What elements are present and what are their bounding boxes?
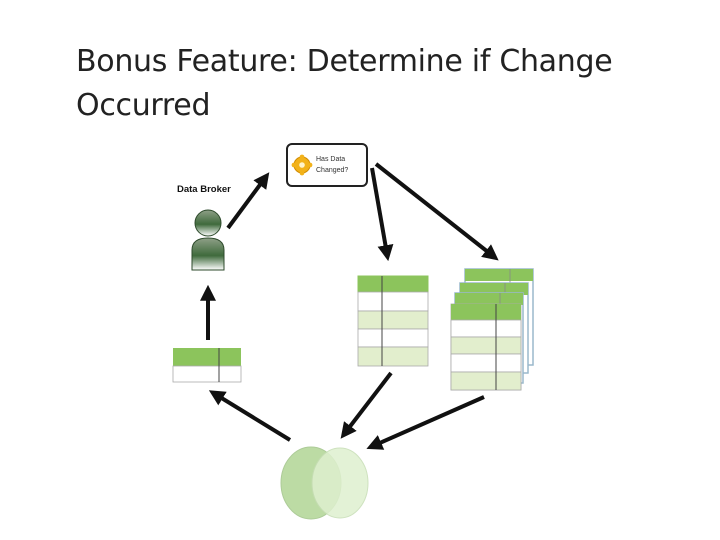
flow-arrows: [200, 162, 499, 450]
stack-table-front: [450, 303, 522, 391]
data-broker-label: Data Broker: [177, 184, 231, 195]
slide-title-line-1: Bonus Feature: Determine if Change: [76, 44, 613, 79]
gear-icon: [291, 154, 313, 176]
slide-title: Bonus Feature: Determine if Change Occur…: [76, 40, 696, 128]
arrow-table-to-venn: [340, 371, 393, 439]
arrow-check-to-table: [370, 167, 394, 262]
decision-text-line-1: Has Data: [316, 156, 345, 163]
arrow-stack-to-venn: [366, 395, 485, 450]
slide-title-line-2: Occurred: [76, 88, 211, 123]
middle-table: [357, 275, 429, 367]
arrow-check-to-stack: [374, 162, 499, 261]
has-data-changed-box: Has Data Changed?: [286, 143, 368, 187]
decision-text-line-2: Changed?: [316, 167, 348, 174]
person-icon: [191, 209, 225, 271]
stacked-tables: [450, 268, 534, 391]
arrow-broker-to-check: [226, 172, 270, 230]
small-table: [172, 348, 242, 383]
arrow-venn-to-small-table: [208, 390, 292, 442]
venn-diagram: [280, 446, 369, 520]
